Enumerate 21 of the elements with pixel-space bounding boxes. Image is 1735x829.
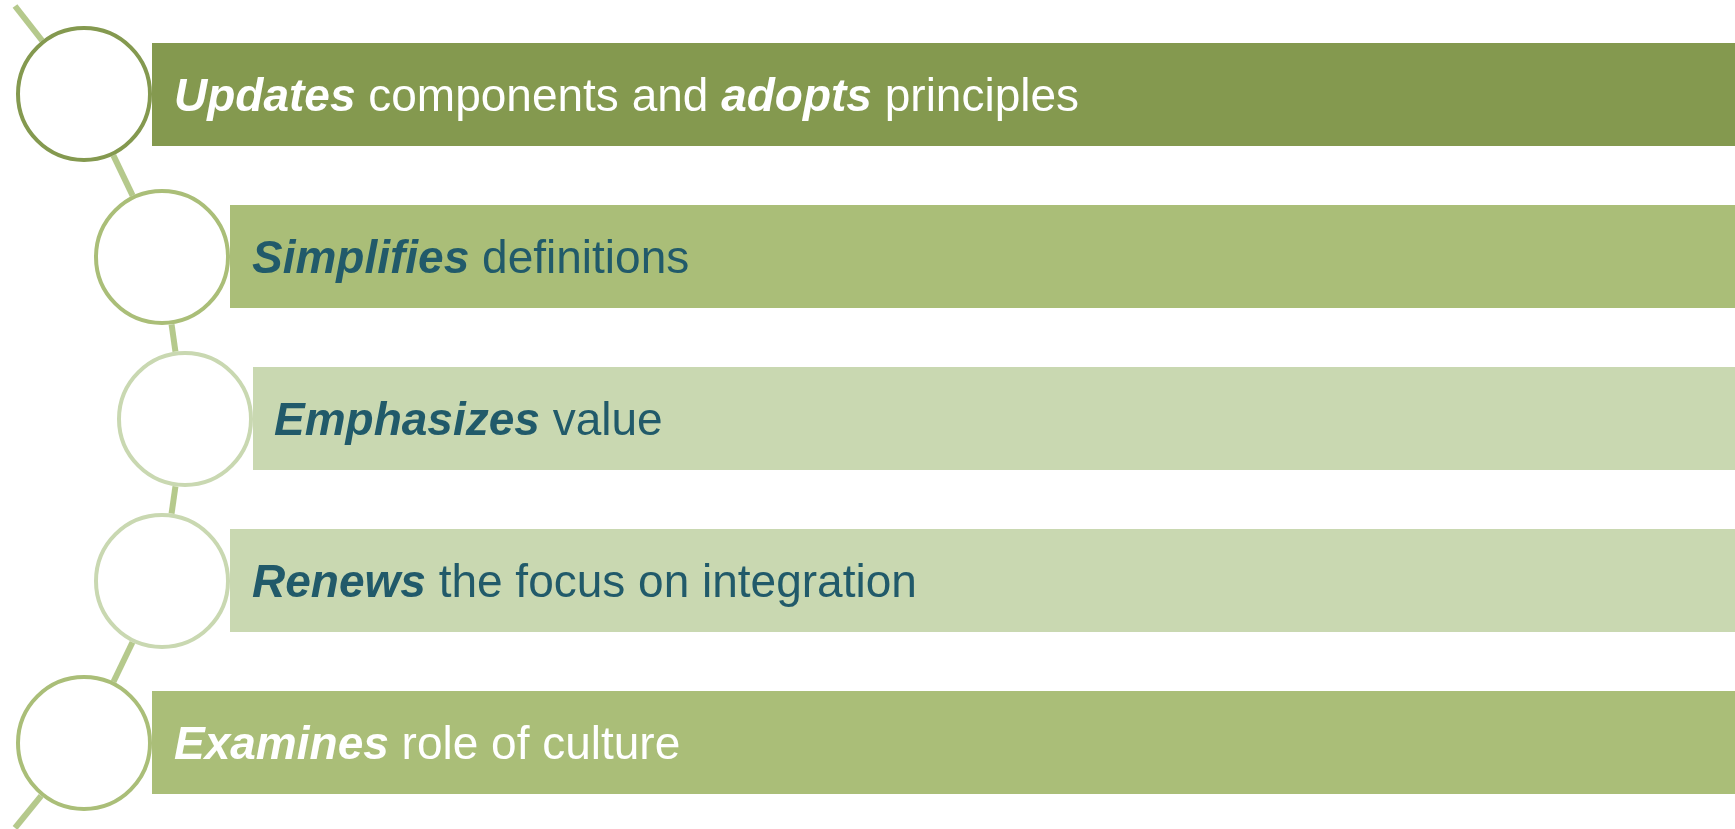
item-text: Updates components and adopts principles (174, 67, 1080, 122)
list-bar (253, 367, 1735, 470)
list-bar (152, 43, 1735, 146)
circle-marker (14, 673, 154, 813)
connector-line (168, 485, 179, 515)
item-text: Emphasizes value (274, 391, 663, 446)
item-text: Simplifies definitions (252, 229, 690, 284)
list-bar (152, 691, 1735, 794)
circle-marker (115, 349, 255, 489)
circle-marker (92, 511, 232, 651)
connector-line (12, 4, 45, 43)
list-bar (230, 205, 1735, 308)
circle-marker (92, 187, 232, 327)
connector-line (168, 323, 179, 353)
item-text: Renews the focus on integration (252, 553, 917, 608)
list-bar (230, 529, 1735, 632)
circle-marker (14, 24, 154, 164)
connector-line (12, 793, 44, 829)
connector-line (110, 154, 136, 197)
connector-line (110, 640, 136, 684)
item-text: Examines role of culture (174, 715, 681, 770)
